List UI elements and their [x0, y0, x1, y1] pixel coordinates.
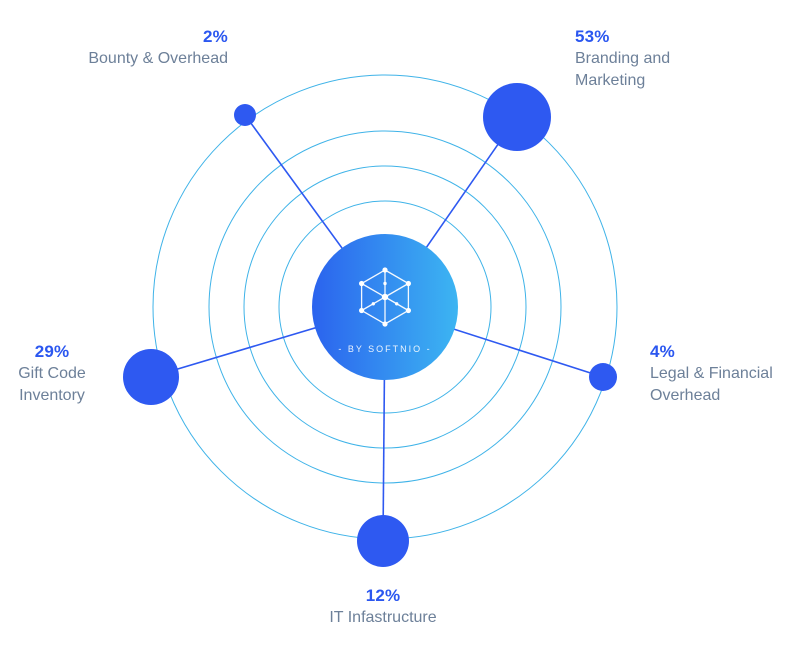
percent-value-bounty: 2%: [203, 27, 228, 46]
segment-label-gift: Gift Code Inventory: [18, 365, 86, 404]
orbit-ring-3: [208, 130, 562, 484]
orbit-ring-1: [278, 200, 492, 414]
callout-bounty: 2% Bounty & Overhead: [16, 26, 228, 70]
callout-legal: 4% Legal & Financial Overhead: [650, 341, 805, 407]
node-dot-bounty: [234, 104, 256, 126]
callout-gift: 29% Gift Code Inventory: [6, 341, 98, 407]
node-dot-branding: [483, 83, 551, 151]
percent-value-branding: 53%: [575, 27, 610, 46]
center-caption: - BY SOFTNIO -: [338, 344, 432, 354]
percent-value-gift: 29%: [34, 342, 70, 361]
callout-it: 12% IT Infastructure: [293, 585, 473, 629]
callout-branding: 53% Branding and Marketing: [575, 26, 695, 92]
hexagon-network-icon: [359, 267, 411, 327]
orbit-ring-2: [243, 165, 527, 449]
percent-value-legal: 4%: [650, 342, 675, 361]
segment-label-bounty: Bounty & Overhead: [88, 50, 228, 67]
segment-label-it: IT Infastructure: [329, 609, 437, 626]
node-dot-it: [357, 515, 409, 567]
percent-value-it: 12%: [365, 586, 401, 605]
segment-label-branding: Branding and Marketing: [575, 50, 671, 89]
node-dot-gift: [123, 349, 179, 405]
node-dot-legal: [589, 363, 617, 391]
segment-label-legal: Legal & Financial Overhead: [650, 365, 773, 404]
